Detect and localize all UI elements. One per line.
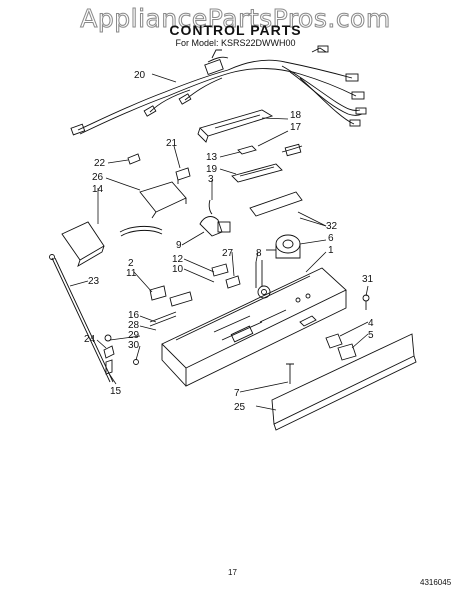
callout-14: 14 — [92, 184, 104, 195]
callout-32: 32 — [326, 221, 338, 232]
cover — [139, 181, 187, 219]
callout-15: 15 — [110, 386, 122, 397]
callout-21: 21 — [166, 138, 178, 149]
callout-17: 17 — [290, 122, 302, 133]
callout-10: 10 — [172, 264, 184, 275]
callout-7: 7 — [234, 388, 240, 399]
leader-lines — [69, 73, 369, 411]
callout-13: 13 — [206, 152, 218, 163]
callout-20: 20 — [134, 70, 146, 81]
watermark: AppliancePartsPros.com — [80, 4, 391, 34]
document-number: 4316045 — [420, 578, 452, 587]
trim-panel — [271, 333, 417, 431]
callout-labels: 20 18 17 21 13 19 22 26 14 3 32 6 1 9 27… — [84, 70, 374, 413]
callout-3: 3 — [208, 174, 214, 185]
clip — [127, 153, 141, 165]
callout-22: 22 — [94, 158, 106, 169]
rod — [49, 254, 114, 383]
callout-16: 16 — [128, 310, 140, 321]
screw — [362, 294, 370, 310]
callout-28: 28 — [128, 320, 140, 331]
wire-harness — [70, 45, 367, 136]
callout-18: 18 — [290, 110, 302, 121]
callout-27: 27 — [222, 248, 234, 259]
callout-26: 26 — [92, 172, 104, 183]
callout-1: 1 — [328, 245, 334, 256]
insulation — [61, 221, 105, 267]
callout-4: 4 — [368, 318, 374, 329]
shaft — [255, 260, 263, 288]
control-housing — [161, 267, 347, 387]
small-parts — [149, 263, 241, 307]
callout-5: 5 — [368, 330, 374, 341]
callout-31: 31 — [362, 274, 374, 285]
panel-plate — [249, 191, 303, 217]
page-number: 17 — [228, 568, 237, 577]
callout-11: 11 — [126, 268, 137, 279]
bracket — [175, 167, 191, 184]
damper-control — [199, 199, 231, 237]
callout-6: 6 — [328, 233, 334, 244]
thermostat — [266, 234, 301, 259]
thermostat-assembly — [231, 143, 303, 183]
tube — [119, 225, 163, 237]
callout-8: 8 — [256, 248, 262, 259]
callout-30: 30 — [128, 340, 140, 351]
switch — [325, 333, 357, 361]
light-shield — [197, 109, 274, 143]
page-title: CONTROL PARTS — [169, 22, 302, 38]
callout-19: 19 — [206, 164, 218, 175]
hardware — [103, 311, 177, 375]
callout-24: 24 — [84, 334, 96, 345]
callout-23: 23 — [88, 276, 100, 287]
callout-29: 29 — [128, 330, 140, 341]
model-subtitle: For Model: KSRS22DWWH00 — [175, 38, 296, 48]
callout-12: 12 — [172, 254, 184, 265]
callout-9: 9 — [176, 240, 182, 251]
screw-7 — [286, 363, 294, 384]
callout-25: 25 — [234, 402, 246, 413]
callout-2: 2 — [128, 258, 134, 269]
